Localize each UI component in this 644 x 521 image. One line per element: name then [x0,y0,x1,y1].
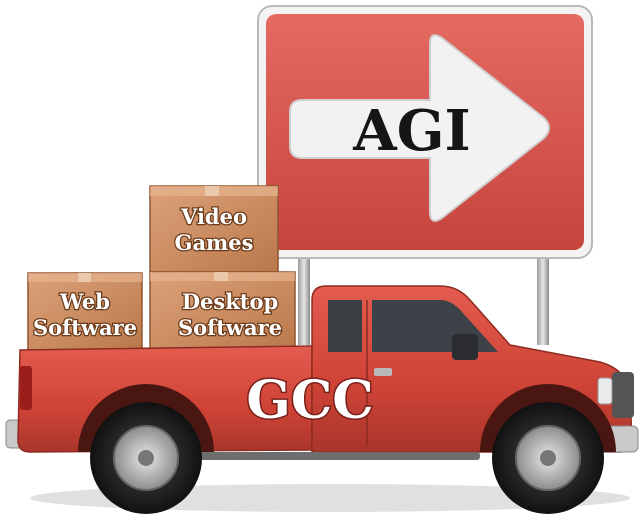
taillight [20,366,32,410]
rear-window [328,300,362,352]
box-web-software-line1: Web [59,289,110,314]
agi-sign: AGI [257,5,593,259]
pickup-truck: GCC [5,285,639,514]
box-desktop-software-line1: Desktop [182,289,278,314]
box-desktop-software-line2: Software [178,315,282,340]
front-wheel [492,402,604,514]
box-video-games-line2: Games [175,230,254,255]
sign-pole-right [537,250,549,345]
box-desktop-software: Desktop Software [149,271,296,353]
box-web-software-line2: Software [33,315,137,340]
sign-text: AGI [352,98,470,164]
box-video-games-line1: Video [180,204,247,229]
side-mirror [452,334,478,360]
box-web-software: Web Software [27,272,143,352]
running-board [200,452,480,460]
grille [612,372,634,418]
rear-wheel [90,402,202,514]
headlight [597,377,613,405]
sign-pole-left [298,250,310,345]
arrow-right-icon [289,34,550,222]
box-video-games: Video Games [149,185,279,273]
truck-text: GCC [246,370,373,431]
door-handle [374,368,392,376]
